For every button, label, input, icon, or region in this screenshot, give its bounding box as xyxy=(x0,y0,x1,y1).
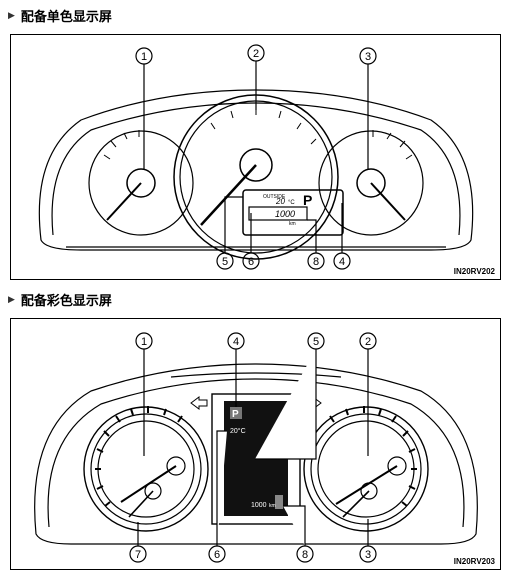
mono-cluster-illustration: 1 2 3 5 6 8 4 OUTSIDE 20 °C P 1000 km xyxy=(38,44,474,270)
figure-color-cluster: 1 4 5 2 7 6 8 3 P 20°C 1000 km IN20RV203 xyxy=(10,318,501,570)
display-odo-unit: km xyxy=(289,221,296,227)
callout-label: 3 xyxy=(365,51,371,63)
section-heading-text: 配备彩色显示屏 xyxy=(20,294,112,309)
color-display-gear: P xyxy=(232,409,239,420)
triangle-bullet-icon: ▶ xyxy=(8,10,15,21)
display-odo: 1000 xyxy=(275,209,295,219)
color-cluster-illustration: 1 4 5 2 7 6 8 3 P 20°C 1000 km xyxy=(34,332,478,563)
callout-label: 8 xyxy=(302,549,308,561)
display-temp-value: 20 xyxy=(275,197,285,206)
callout-label: 5 xyxy=(222,256,228,268)
color-display-odo: 1000 xyxy=(251,502,267,509)
section-heading-mono: ▶ 配备单色显示屏 xyxy=(8,6,112,25)
color-display-odo-unit: km xyxy=(269,503,276,509)
triangle-bullet-icon: ▶ xyxy=(8,294,15,305)
callout-label: 5 xyxy=(313,336,319,348)
callout-label: 2 xyxy=(253,48,259,60)
callout-label: 2 xyxy=(365,336,371,348)
callout-label: 3 xyxy=(365,549,371,561)
callout-label: 1 xyxy=(141,51,147,63)
callout-label: 8 xyxy=(313,256,319,268)
figure-id: IN20RV203 xyxy=(453,557,495,566)
display-gear: P xyxy=(303,192,312,208)
left-turn-arrow-icon xyxy=(190,396,208,410)
display-temp-unit: °C xyxy=(288,200,295,206)
callout-label: 6 xyxy=(214,549,220,561)
callout-label: 7 xyxy=(135,549,141,561)
section-heading-color: ▶ 配备彩色显示屏 xyxy=(8,290,112,309)
callout-label: 1 xyxy=(141,336,147,348)
callout-label: 6 xyxy=(248,256,254,268)
figure-id: IN20RV202 xyxy=(453,267,495,276)
section-heading-text: 配备单色显示屏 xyxy=(20,10,112,25)
callout-label: 4 xyxy=(339,256,345,268)
color-display-temp: 20°C xyxy=(230,427,246,435)
callout-label: 4 xyxy=(233,336,239,348)
figure-monochrome-cluster: 1 2 3 5 6 8 4 OUTSIDE 20 °C P 1000 km IN… xyxy=(10,34,501,280)
display-small-text: OUTSIDE xyxy=(263,194,286,200)
